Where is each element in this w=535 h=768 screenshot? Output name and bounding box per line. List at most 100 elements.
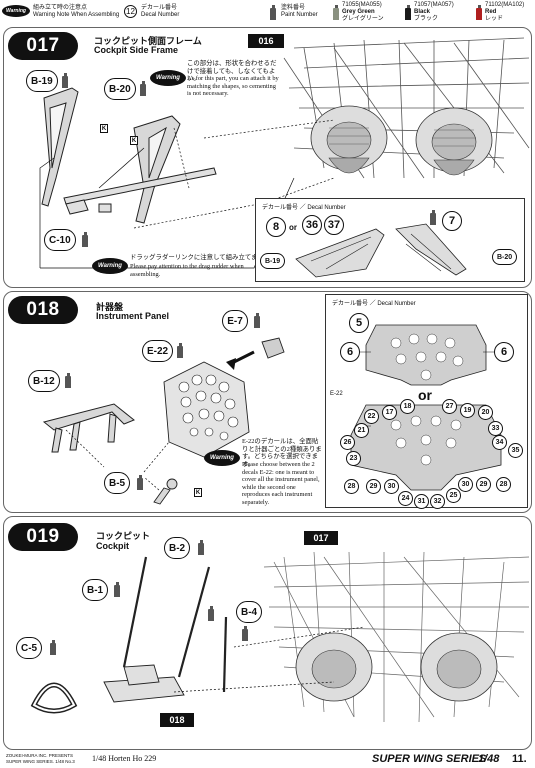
step-number: 017 [8, 32, 78, 60]
step-number: 018 [8, 296, 78, 324]
paint-name-en: Grey Green [342, 9, 375, 15]
decal-number: 32 [430, 494, 445, 509]
paint-bottle-icon [82, 232, 88, 247]
decal-number-box: デカール番号 ／ Decal Number 5 6 6 or E-22 17 [325, 294, 528, 509]
decal-panel-illustration [348, 324, 506, 491]
paint-bottle-icon [270, 5, 276, 20]
step-number: 019 [8, 523, 78, 551]
part-label: C-10 [44, 229, 76, 251]
decal-jp: デカール番号 [141, 5, 178, 11]
decal-number: 26 [340, 435, 355, 450]
series-small-text: SUPER WING SERIES. 1/48 No.3 [6, 759, 75, 764]
part-label: E-22 [142, 340, 174, 362]
paint-bottle-icon [333, 5, 339, 20]
decal-number: 21 [354, 423, 369, 438]
black-paint-k-icon: K [100, 124, 108, 133]
part-label: B-19 [260, 253, 286, 269]
decal-number: 36 [302, 215, 322, 235]
instrument-panel-illustration [42, 337, 285, 505]
decal-caption: デカール番号 ／ Decal Number [262, 205, 346, 211]
decal-number: 37 [324, 215, 344, 235]
publisher-text: ZOUKEI-MURA INC. PRESENTS [6, 753, 74, 758]
decal-number: 27 [442, 399, 457, 414]
decal-en: Decal Number [141, 12, 180, 18]
decal-number: 18 [400, 399, 415, 414]
paint-name-jp: レッド [485, 16, 504, 22]
paint-bottle-icon [405, 5, 411, 20]
step-019-section: 019 コックピット Cockpit 017 018 [3, 516, 532, 750]
black-paint-k-icon: K [130, 136, 138, 145]
warning-note-en: Warning Note When Assembling [33, 12, 120, 18]
paint-name-en: Red [485, 9, 497, 15]
decal-number: 30 [458, 477, 473, 492]
part-label: B-4 [236, 601, 263, 623]
warning-note-en: Please choose between the 2 decals E-22:… [242, 461, 320, 506]
paint-bottle-icon [137, 475, 143, 490]
warning-note-jp: ドラッグラダーリンクに注意して組み立てます。 [130, 254, 270, 261]
decal-number: 23 [346, 451, 361, 466]
part-label: B-12 [28, 370, 60, 392]
decal-circle-icon: 12 [124, 5, 137, 18]
model-name: 1/48 Horten Ho 229 [92, 754, 157, 763]
ref-step-tag: 017 [304, 531, 338, 545]
decal-number: 28 [496, 477, 511, 492]
step-title-en: Instrument Panel [96, 311, 170, 321]
step-title-en: Cockpit Side Frame [94, 45, 179, 55]
decal-number: 22 [364, 409, 379, 424]
series-name: SUPER WING SERIES [372, 753, 487, 765]
paint-bottle-icon [50, 640, 56, 655]
decal-number: 8 [266, 217, 286, 237]
decal-number: 20 [478, 405, 493, 420]
legend-header: Warning 組み立て時の注意点 Warning Note When Asse… [0, 0, 535, 26]
scale-text: 1/48 [478, 753, 500, 765]
cockpit-illustration [30, 551, 530, 723]
paint-bottle-icon [242, 626, 248, 641]
step-title-en: Cockpit [96, 541, 130, 551]
step-017-section: 017 コックピット側面フレーム Cockpit Side Frame 016 [3, 27, 532, 288]
footer: ZOUKEI-MURA INC. PRESENTS SUPER WING SER… [0, 752, 535, 768]
paint-bottle-icon [140, 81, 146, 96]
decal-number: 31 [414, 494, 429, 509]
ref-step-tag: 018 [160, 713, 194, 727]
warning-badge: Warning [92, 258, 128, 274]
page-number: 11. [512, 753, 527, 765]
part-label: E-7 [222, 310, 248, 332]
part-label: B-20 [492, 249, 518, 265]
paint-bottle-icon [114, 582, 120, 597]
warning-note-jp: 組み立て時の注意点 [33, 5, 88, 11]
part-label: B-1 [82, 579, 109, 601]
decal-number: 35 [508, 443, 523, 458]
paint-jp: 塗料番号 [281, 5, 306, 11]
step-title-jp: コックピット側面フレーム [94, 36, 202, 46]
or-text: or [289, 223, 297, 232]
paint-bottle-icon [62, 73, 68, 88]
decal-number: 24 [398, 491, 413, 506]
paint-name-jp: グレイグリーン [342, 16, 384, 22]
warning-note-en: Please pay attention to the drag rudder … [130, 263, 244, 278]
paint-bottle-icon [65, 373, 71, 388]
paint-name-en: Black [414, 9, 431, 15]
black-paint-k-icon: K [194, 488, 202, 497]
part-label: E-22 [330, 391, 343, 397]
paint-bottle-icon [177, 343, 183, 358]
decal-number: 6 [494, 342, 514, 362]
decal-number-box: デカール番号 ／ Decal Number 8 or 36 37 7 B-19 … [255, 198, 525, 282]
step-title-jp: コックピット [96, 531, 151, 541]
warning-badge: Warning [204, 450, 240, 466]
paint-code: 71057(MA057) [414, 2, 454, 8]
decal-number: 6 [340, 342, 360, 362]
decal-number: 28 [344, 479, 359, 494]
paint-bottle-icon [476, 5, 482, 20]
paint-name-jp: ブラック [414, 16, 439, 22]
warning-badge: Warning [2, 5, 30, 17]
decal-number: 19 [460, 403, 475, 418]
part-label: B-5 [104, 472, 131, 494]
decal-number: 29 [366, 479, 381, 494]
paint-en: Paint Number [281, 12, 318, 18]
warning-note-en: As for this part, you can attach it by m… [187, 75, 279, 98]
decal-number: 33 [488, 421, 503, 436]
step-title-jp: 計器盤 [96, 302, 124, 312]
paint-code: 71055(MA055) [342, 2, 382, 8]
ref-step-tag: 016 [248, 34, 284, 48]
warning-badge: Warning [150, 70, 186, 86]
